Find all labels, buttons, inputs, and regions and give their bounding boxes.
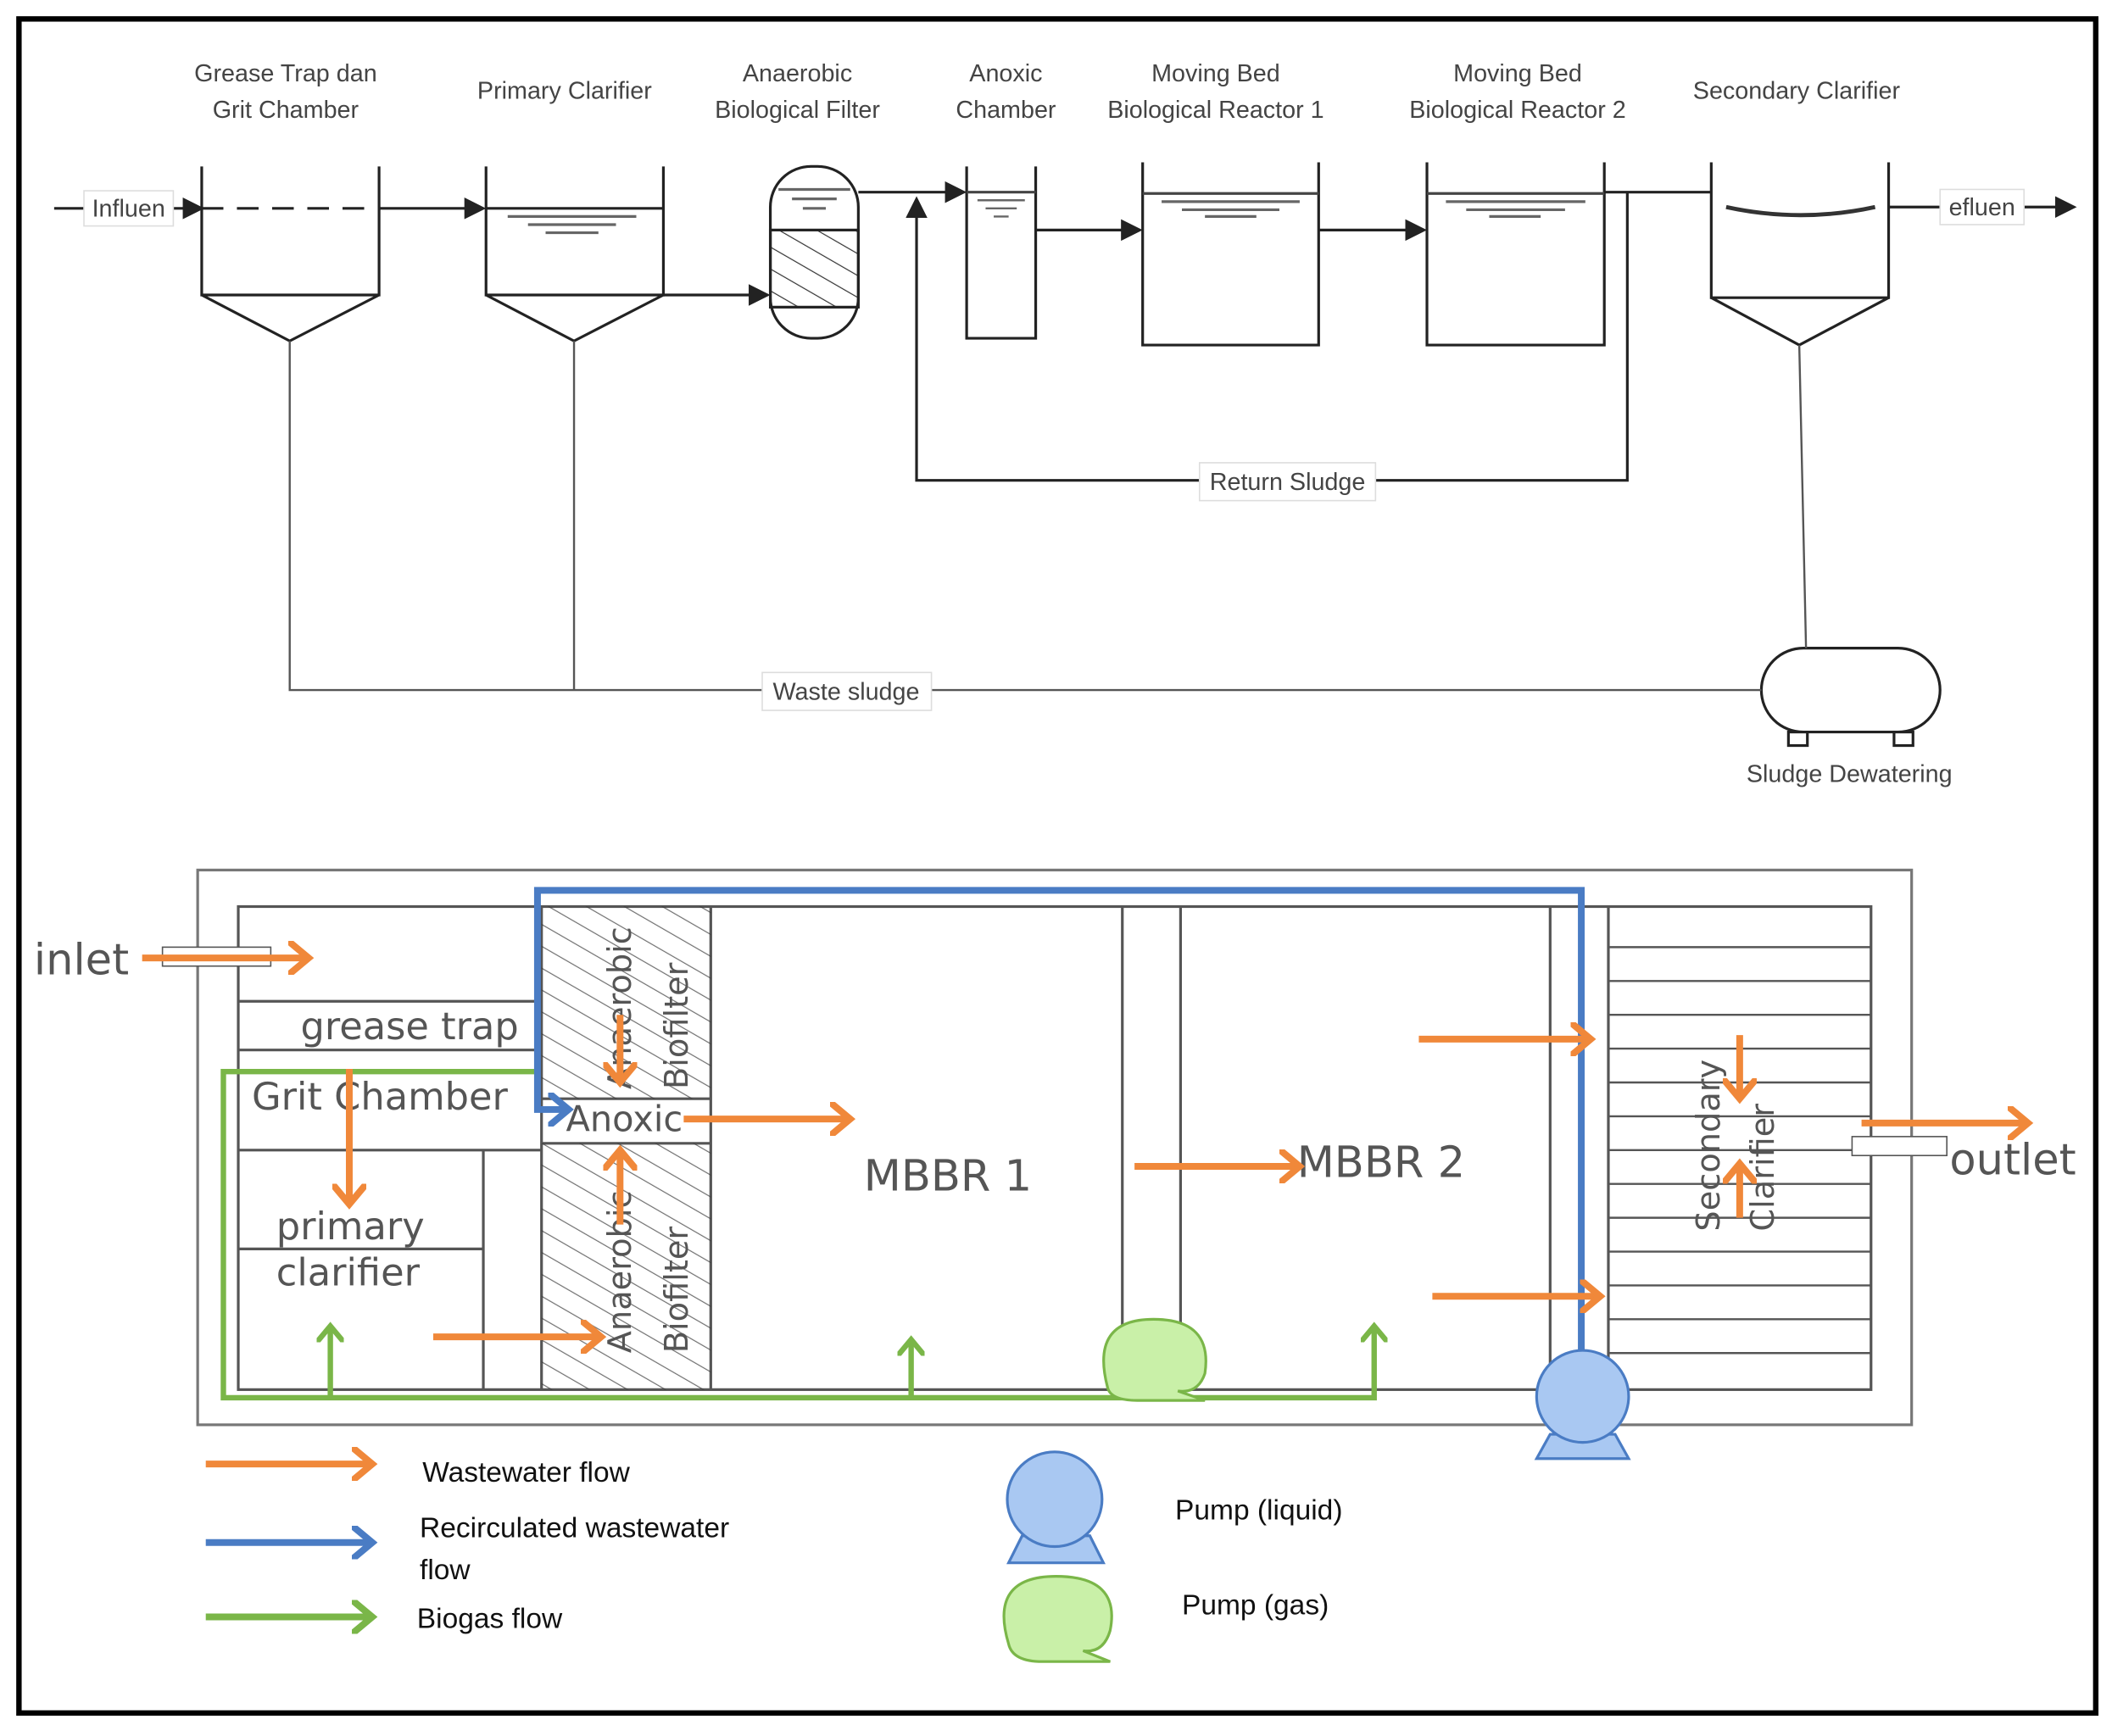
legend-wastewater-label: Wastewater flow	[422, 1457, 630, 1488]
sludge-dewatering-label: Sludge Dewatering	[1747, 761, 1953, 788]
inlet-label: inlet	[34, 935, 129, 985]
mbbr1-label: MBBR 1	[864, 1152, 1032, 1202]
gas-pump	[1102, 1317, 1207, 1402]
biofilter-top-label: Biofilter	[658, 962, 696, 1089]
unit-label-anaerobic-filter-2: Biological Filter	[715, 97, 880, 124]
anoxic-label: Anoxic	[566, 1098, 683, 1139]
unit-label-anaerobic-filter: Anaerobic	[743, 60, 852, 87]
unit-label-grease-trap-2: Grit Chamber	[213, 97, 359, 124]
return-sludge-label-box	[1198, 462, 1377, 502]
liquid-pump	[1534, 1349, 1631, 1461]
unit-label-secondary-clarifier: Secondary Clarifier	[1693, 78, 1901, 105]
unit-label-anoxic: Anoxic	[969, 60, 1042, 87]
clarifier-label-2: Clarifier	[1744, 1104, 1782, 1232]
legend-pump-liquid-icon	[1006, 1450, 1106, 1565]
secondary-clarifier-plates	[1608, 946, 1871, 1355]
sludge-dewatering-unit	[1759, 647, 1942, 748]
unit-label-grease-trap: Grease Trap dan	[194, 60, 377, 87]
process-flow-diagram: Grease Trap dan Grit Chamber Primary Cla…	[53, 60, 2077, 788]
unit-label-mbbr1-2: Biological Reactor 1	[1107, 97, 1323, 124]
influent-label: Influen	[92, 195, 165, 222]
unit-label-mbbr2: Moving Bed	[1453, 60, 1582, 87]
legend: Wastewater flow Recirculated wastewater …	[205, 1450, 1343, 1663]
legend-pump-liquid-label: Pump (liquid)	[1175, 1495, 1342, 1527]
effluent-label-box	[1939, 188, 2026, 225]
secondary-label: Secondary	[1690, 1060, 1728, 1232]
outlet-label: outlet	[1949, 1136, 2076, 1186]
mbbr1-tank	[1141, 162, 1320, 347]
primary-label: primary	[276, 1205, 425, 1249]
legend-recirculated-label: Recirculated wastewater	[420, 1512, 729, 1544]
outlet-pipe	[1851, 1136, 1948, 1157]
wastewater-flow-arrows	[142, 958, 2028, 1337]
legend-pump-gas-icon	[1002, 1575, 1113, 1663]
grease-trap-label: grease trap	[300, 1004, 518, 1049]
legend-pump-gas-label: Pump (gas)	[1182, 1589, 1329, 1621]
biogas-flow-lines	[220, 1069, 1374, 1401]
waste-sludge-label: Waste sludge	[773, 678, 920, 705]
anaerobic-filter-vessel	[768, 164, 860, 340]
return-sludge-label: Return Sludge	[1210, 469, 1366, 496]
mbbr2-label: MBBR 2	[1297, 1138, 1465, 1188]
biofilter-bottom-label: Biofilter	[658, 1227, 696, 1354]
clarifier-label: clarifier	[276, 1250, 421, 1294]
anaerobic-biofilter-bottom-zone	[541, 1143, 711, 1390]
plant-layout-diagram: inlet outlet grease trap Grit Chamber pr…	[34, 868, 2076, 1461]
effluent-label: efluen	[1949, 194, 2015, 221]
influent-label-box	[83, 190, 175, 227]
unit-label-anoxic-2: Chamber	[956, 97, 1056, 124]
mbbr2-tank	[1425, 162, 1606, 347]
legend-biogas-label: Biogas flow	[417, 1603, 563, 1634]
legend-recirculated-label-2: flow	[420, 1555, 471, 1586]
waste-sludge-label-box	[761, 671, 933, 711]
unit-label-primary-clarifier: Primary Clarifier	[477, 78, 652, 105]
unit-label-mbbr2-2: Biological Reactor 2	[1409, 97, 1625, 124]
anoxic-chamber-tank	[965, 166, 1038, 340]
waste-sludge-line	[288, 341, 1808, 692]
unit-label-mbbr1: Moving Bed	[1151, 60, 1280, 87]
grit-chamber-label: Grit Chamber	[252, 1075, 508, 1119]
